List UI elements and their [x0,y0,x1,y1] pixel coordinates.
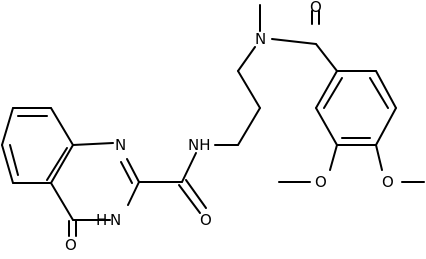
bond-c2-n1-2 [120,161,133,184]
bond-chain-2 [237,107,261,146]
bond-c2-n3 [127,181,140,206]
bond-c6-c5-inner [9,144,19,176]
bond-carbonyl-n [271,38,317,45]
atom-nh-amide: NH [188,136,211,154]
bond-nh-amide [181,152,197,183]
atom-n-quinazoline-nh: N [110,211,121,229]
bond-carbonyl-ring [315,43,338,72]
bond-ring-6 [315,70,338,109]
bond-c2-n1-1 [126,158,140,183]
bond-ring-3 [375,107,397,146]
atom-labels: O N O O NH O N N H O [65,0,394,254]
bond-amide-o-2 [185,179,207,209]
bond-c6-c5 [1,144,14,184]
bond-c4-c4a [50,182,74,221]
bond-amide-o-1 [178,184,201,214]
bond-n-chain [237,46,256,72]
bond-c4a-c8a [50,144,74,184]
atom-o-methoxy-left: O [315,173,327,191]
bond-ring-o-right [375,144,383,171]
atom-o-carbonyl-top: O [310,0,322,16]
bond-c8a-c4a-inner [46,147,68,181]
bonds [1,4,425,237]
atom-h-quinazoline-nh: H [96,211,107,229]
bond-c8a-c8 [50,107,74,146]
bond-ring-2-inner [369,77,389,109]
bond-ring-o-left [329,144,338,171]
atom-n-quinazoline-top: N [115,136,126,154]
atom-o-quinazolinone: O [65,236,77,254]
bond-ring-2 [375,70,397,109]
bond-n1-c8a [72,142,114,146]
bond-ring-6-inner [323,77,343,109]
atom-n-methyl: N [255,30,266,48]
bond-c7-c6 [1,107,14,146]
atom-o-methoxy-right: O [382,173,394,191]
bond-chain-1 [237,70,261,109]
bond-ring-5 [315,107,338,146]
atom-o-amide: O [200,211,212,229]
